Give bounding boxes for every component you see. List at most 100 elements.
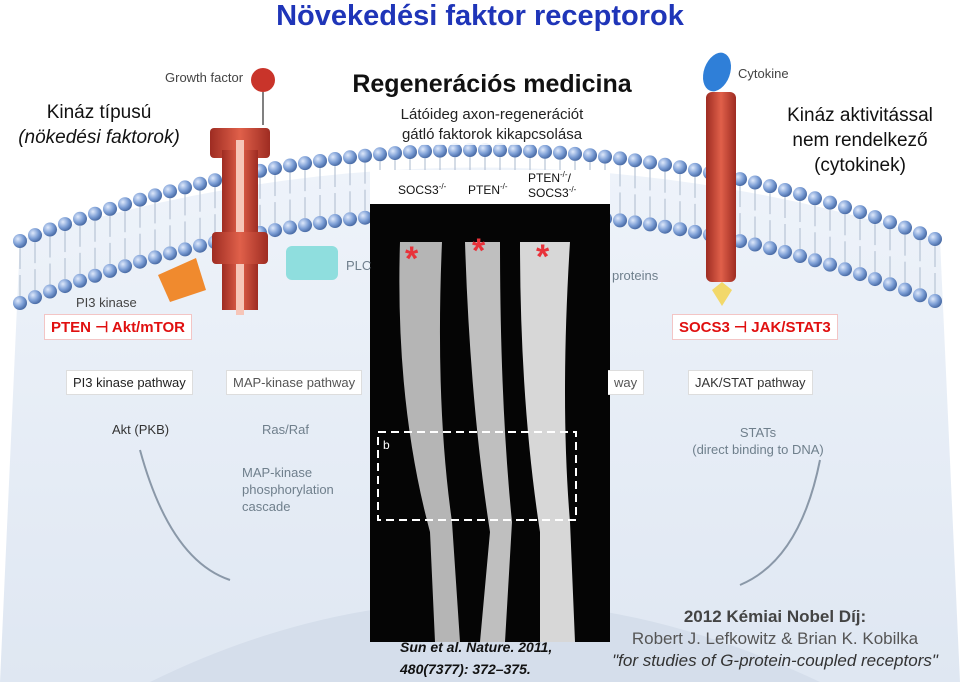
lipid-head bbox=[298, 156, 312, 171]
citation: Sun et al. Nature. 2011, 480(7377): 372–… bbox=[400, 639, 553, 677]
lipid-head bbox=[838, 262, 852, 277]
lipid-head bbox=[508, 143, 522, 158]
lipid-head bbox=[883, 215, 897, 230]
growth-factor-label: Growth factor bbox=[165, 70, 244, 85]
lipid-head bbox=[43, 222, 57, 237]
lipid-head bbox=[178, 180, 192, 195]
star-marker-1: * bbox=[405, 240, 419, 278]
lipid-head bbox=[433, 143, 447, 158]
lipid-head bbox=[388, 146, 402, 161]
lipid-head bbox=[688, 162, 702, 177]
star-marker-2: * bbox=[472, 232, 486, 270]
pten-akt-label: PTEN ⊣ Akt/mTOR bbox=[44, 314, 192, 340]
lipid-head bbox=[628, 153, 642, 168]
lipid-head bbox=[778, 183, 792, 198]
lipid-head bbox=[658, 219, 672, 234]
lipid-head bbox=[628, 215, 642, 230]
pi3-kinase-label: PI3 kinase bbox=[76, 295, 137, 310]
lipid-head bbox=[178, 242, 192, 257]
lipid-head bbox=[73, 273, 87, 288]
lipid-head bbox=[103, 201, 117, 216]
lipid-head bbox=[328, 214, 342, 229]
lipid-head bbox=[163, 184, 177, 199]
lipid-head bbox=[643, 217, 657, 232]
lipid-head bbox=[403, 145, 417, 160]
lipid-head bbox=[658, 157, 672, 172]
lipid-head bbox=[793, 187, 807, 202]
socs3-jak-label: SOCS3 ⊣ JAK/STAT3 bbox=[672, 314, 838, 340]
lipid-head bbox=[838, 200, 852, 215]
lipid-head bbox=[913, 226, 927, 241]
lipid-head bbox=[268, 161, 282, 176]
lipid-head bbox=[13, 296, 27, 311]
rasraf-label: Ras/Raf bbox=[262, 422, 309, 437]
label-pten-dko: PTEN-/-/ bbox=[528, 170, 571, 185]
cytokine-label: Cytokine bbox=[738, 66, 789, 81]
regen-title: Regenerációs medicina bbox=[348, 70, 636, 99]
lipid-head bbox=[283, 158, 297, 173]
lipid-head bbox=[868, 210, 882, 225]
lipid-head bbox=[748, 175, 762, 190]
lipid-head bbox=[463, 143, 477, 158]
lipid-head bbox=[673, 222, 687, 237]
lipid-head bbox=[613, 213, 627, 228]
lipid-head bbox=[733, 172, 747, 187]
lipid-head bbox=[898, 220, 912, 235]
lipid-head bbox=[268, 223, 282, 238]
akt-label: Akt (PKB) bbox=[112, 422, 170, 437]
stats-arrow bbox=[739, 459, 821, 586]
lipid-head bbox=[763, 241, 777, 256]
lipid-head bbox=[748, 237, 762, 252]
lipid-head bbox=[478, 143, 492, 158]
lipid-head bbox=[883, 277, 897, 292]
lipid-head bbox=[613, 151, 627, 166]
lipid-head bbox=[643, 155, 657, 170]
lipid-head bbox=[493, 143, 507, 158]
regen-subtitle: Látóideg axon-regenerációt gátló faktoro… bbox=[337, 105, 647, 145]
lipid-head bbox=[343, 150, 357, 165]
lipid-head bbox=[118, 259, 132, 274]
lipid-head bbox=[418, 144, 432, 159]
lipid-head bbox=[328, 152, 342, 167]
lipid-head bbox=[193, 176, 207, 191]
lipid-head bbox=[358, 148, 372, 163]
pi3-kinase-shape bbox=[158, 258, 206, 302]
lipid-head bbox=[868, 272, 882, 287]
lipid-head bbox=[853, 205, 867, 220]
lipid-head bbox=[373, 147, 387, 162]
lipid-head bbox=[313, 216, 327, 231]
lipid-head bbox=[313, 154, 327, 169]
lipid-head bbox=[733, 234, 747, 249]
lipid-head bbox=[163, 246, 177, 261]
cytokine-receptor bbox=[706, 92, 736, 306]
akt-arrow bbox=[139, 449, 231, 581]
lipid-head bbox=[553, 145, 567, 160]
lipid-head bbox=[28, 228, 42, 243]
micrograph bbox=[370, 202, 610, 642]
plc-label: PLC bbox=[346, 258, 372, 273]
stats-label: STATs(direct binding to DNA) bbox=[692, 425, 824, 457]
lipid-head bbox=[763, 179, 777, 194]
growth-factor-receptor bbox=[210, 128, 270, 315]
lipid-head bbox=[913, 288, 927, 303]
lipid-head bbox=[898, 282, 912, 297]
lipid-head bbox=[673, 160, 687, 175]
kinase-type-label: Kináz típusú (nökedési faktorok) bbox=[18, 102, 180, 148]
lipid-head bbox=[58, 279, 72, 294]
star-marker-3: * bbox=[536, 238, 550, 276]
lipid-head bbox=[583, 148, 597, 163]
lipid-head bbox=[283, 220, 297, 235]
g-proteins-label: proteins bbox=[612, 268, 659, 283]
lipid-head bbox=[13, 234, 27, 249]
box-label-b: b bbox=[383, 438, 390, 452]
lipid-head bbox=[58, 217, 72, 232]
lipid-head bbox=[148, 188, 162, 203]
cytokine-ligand bbox=[702, 52, 732, 92]
map-pathway-box: MAP-kinase pathway bbox=[226, 370, 363, 395]
lipid-head bbox=[823, 257, 837, 272]
lipid-head bbox=[118, 197, 132, 212]
lipid-head bbox=[43, 284, 57, 299]
plc-shape bbox=[286, 246, 338, 280]
label-socs3: SOCS3-/- bbox=[398, 182, 447, 197]
